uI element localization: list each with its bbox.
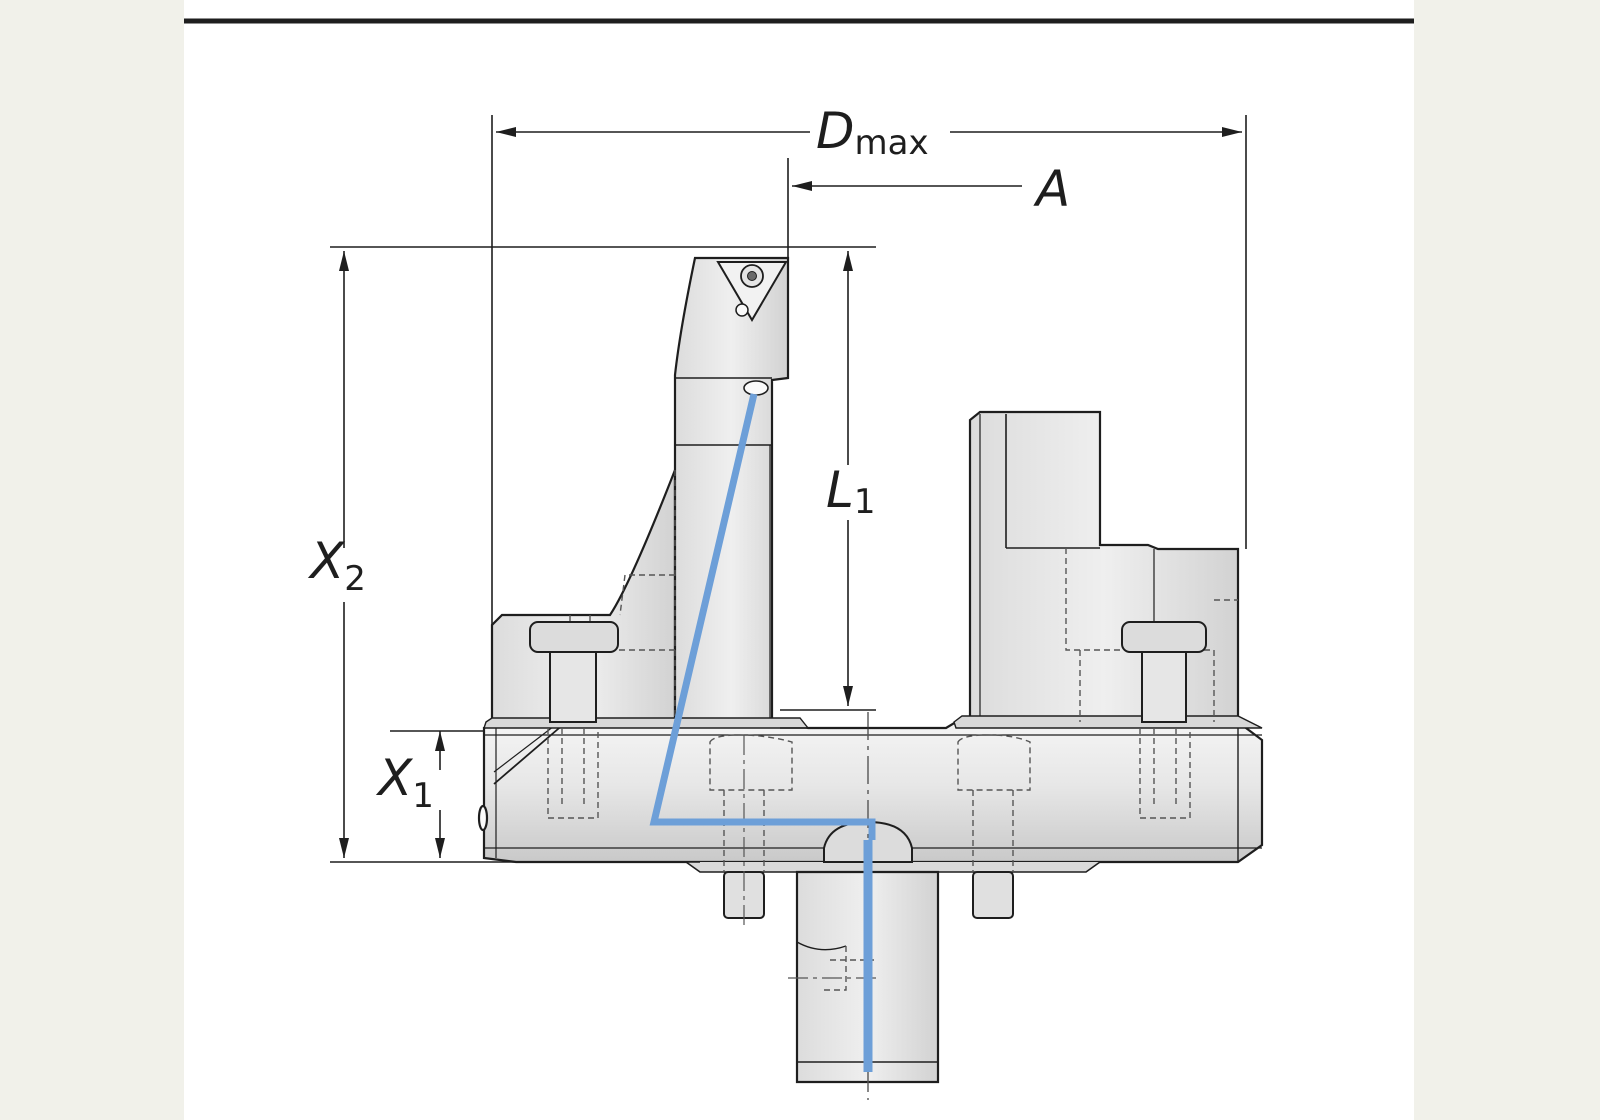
label-dmax-sub: max xyxy=(855,123,929,163)
coolant-path xyxy=(649,393,876,1072)
base-bar xyxy=(477,720,1264,873)
dimension-lines xyxy=(330,115,1247,863)
spigot-hidden-lines xyxy=(820,946,874,991)
label-a: A xyxy=(1033,160,1070,218)
screw-hidden-lines xyxy=(547,615,1191,872)
screw-left-top xyxy=(529,621,619,723)
screw-bottom-right-stud xyxy=(972,871,1014,919)
label-l1-sub: 1 xyxy=(854,482,876,522)
label-x1-main: X xyxy=(375,749,414,807)
left-tool-holder xyxy=(483,256,810,729)
label-l1-main: L xyxy=(826,461,854,519)
label-dmax: Dmax xyxy=(816,102,929,163)
label-x2-sub: 2 xyxy=(344,559,366,599)
label-x2-main: X xyxy=(307,532,346,590)
screw-right-top xyxy=(1121,621,1207,723)
label-x1: X1 xyxy=(375,749,434,816)
label-x1-sub: 1 xyxy=(412,776,434,816)
label-dmax-main: D xyxy=(816,102,855,160)
right-clamp-block xyxy=(953,410,1263,729)
label-x2: X2 xyxy=(307,532,366,599)
left-holder-hidden-lines xyxy=(615,470,676,722)
label-l1: L1 xyxy=(826,461,876,522)
